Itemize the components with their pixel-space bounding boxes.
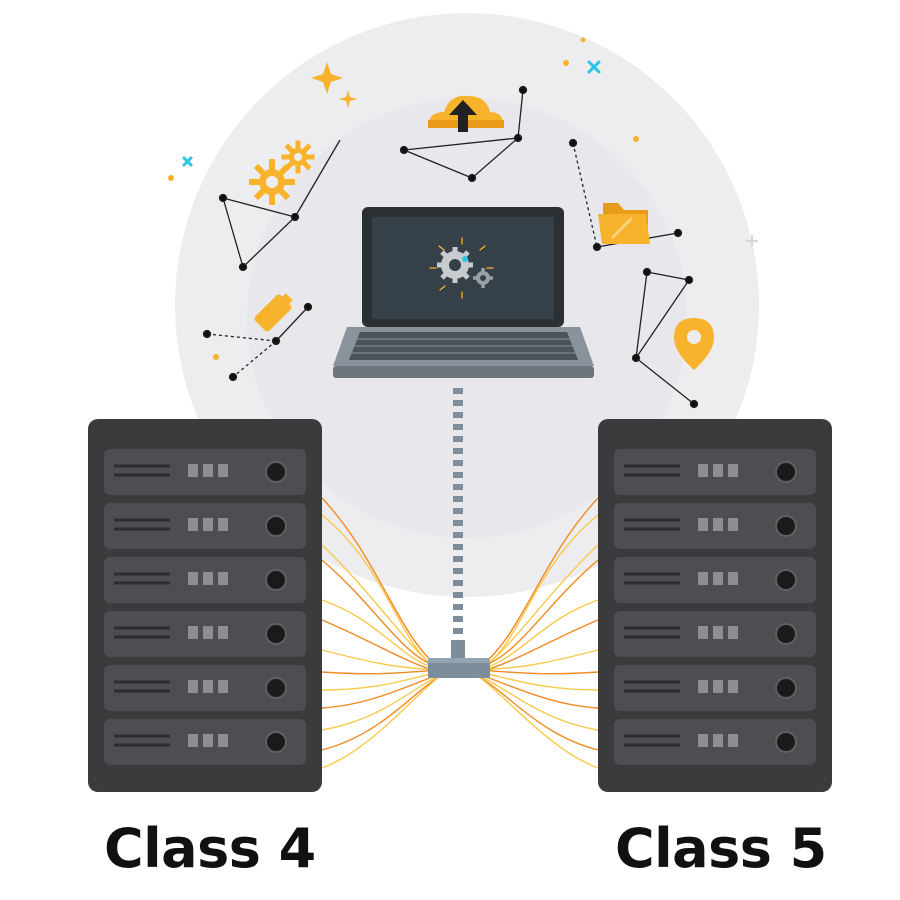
constellation-right — [631, 267, 699, 409]
gears-icon — [249, 140, 315, 205]
server-rack-left — [88, 419, 322, 792]
constellation-top — [399, 85, 528, 183]
sparkle-icon — [168, 37, 639, 360]
constellation-left — [202, 302, 313, 382]
sparkle-faint-icon — [746, 235, 758, 247]
battery-icon — [254, 293, 293, 332]
server-rack-right — [598, 419, 832, 792]
constellation-top-left — [218, 139, 341, 272]
cloud-upload-icon — [428, 95, 504, 132]
laptop — [333, 207, 594, 378]
folder-icon — [598, 203, 650, 244]
sparkle-cross-icon — [182, 60, 601, 167]
connector-hub — [428, 640, 490, 678]
screen-gears-icon — [429, 237, 494, 299]
location-pin-icon — [674, 318, 714, 370]
server-label-class-5: Class 5 — [615, 817, 827, 880]
server-label-class-4: Class 4 — [104, 817, 316, 880]
connector-cable — [453, 388, 463, 634]
